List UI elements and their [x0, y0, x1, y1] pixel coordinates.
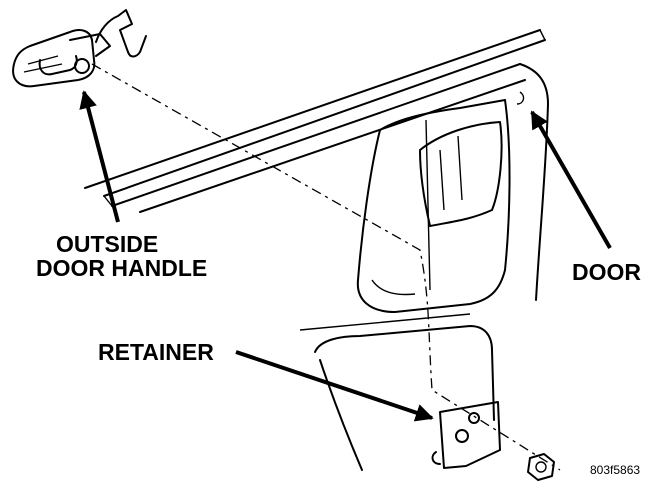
retainer-arrow: [235, 350, 434, 422]
door-arrow: [530, 110, 612, 249]
figure-id: 803f5863: [590, 463, 640, 477]
nut-drawing: [527, 453, 555, 481]
retainer-drawing: [299, 313, 501, 471]
label-retainer: RETAINER: [98, 339, 214, 365]
outside-door-handle-drawing: [12, 9, 147, 88]
label-outside: OUTSIDE: [56, 231, 158, 257]
door-inner-panel: [356, 63, 549, 313]
alignment-line: [91, 63, 561, 471]
outside-handle-arrow: [79, 90, 120, 223]
door-window-rails: [84, 29, 546, 213]
label-door: DOOR: [572, 259, 641, 285]
label-door-handle: DOOR HANDLE: [36, 255, 207, 281]
